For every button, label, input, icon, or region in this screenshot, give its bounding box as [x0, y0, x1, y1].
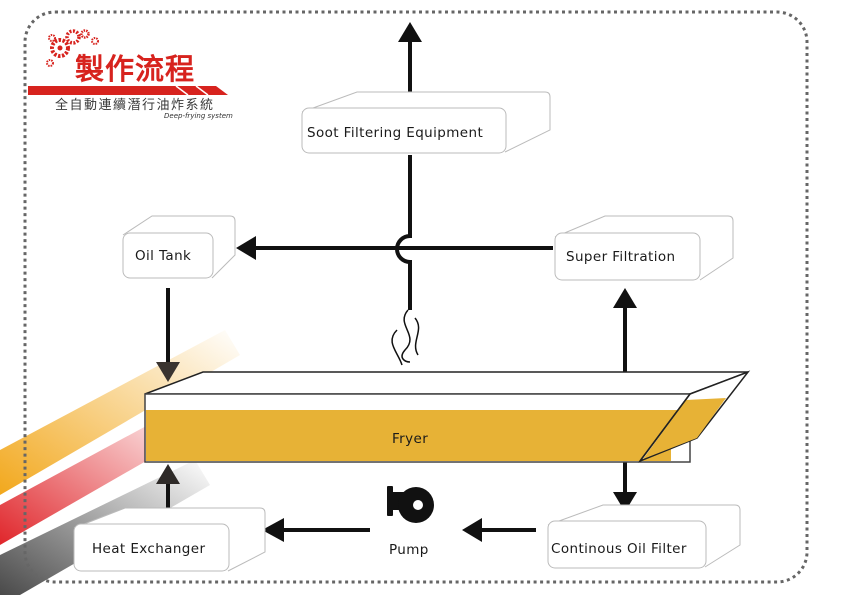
node-heat-exchanger[interactable]: Heat Exchanger: [73, 507, 266, 572]
arrowhead-up-fryer: [156, 464, 180, 484]
fryer-side-oil: [643, 398, 726, 459]
subtitle-en: Deep-frying system: [164, 112, 233, 120]
node-pump[interactable]: Pump: [387, 486, 434, 558]
arrowhead-up-top: [398, 22, 422, 42]
arrowhead-left-pump: [462, 518, 482, 542]
soot-label: Soot Filtering Equipment: [307, 125, 483, 141]
arrowhead-down-filter: [613, 492, 637, 512]
continuous-filter-label: Continous Oil Filter: [551, 541, 687, 557]
node-continuous-oil-filter[interactable]: Continous Oil Filter: [547, 504, 741, 569]
subtitle: 全自動連續潛行油炸系統: [55, 97, 215, 113]
fryer-oil: [146, 410, 671, 461]
node-oil-tank[interactable]: Oil Tank: [122, 215, 236, 279]
arrowhead-left-oiltank: [236, 236, 256, 260]
super-filtration-label: Super Filtration: [566, 249, 676, 265]
box-front: [73, 523, 230, 572]
fryer-top: [144, 371, 749, 395]
underline-slash-1: [175, 85, 189, 96]
pump-label: Pump: [389, 542, 429, 558]
underline-slash-2: [195, 85, 209, 96]
oil-tank-label: Oil Tank: [135, 248, 191, 264]
smoke-icon: [391, 309, 420, 366]
connectors: [156, 22, 637, 542]
box-front: [122, 232, 214, 279]
box-front: [301, 107, 507, 154]
node-soot-filtering[interactable]: Soot Filtering Equipment: [301, 91, 551, 154]
pump-icon: [387, 486, 434, 523]
line-smoke-to-soot: [395, 155, 412, 310]
node-super-filtration[interactable]: Super Filtration: [554, 215, 734, 281]
fryer-label: Fryer: [392, 431, 428, 447]
header: 製作流程 全自動連續潛行油炸系統 Deep-frying system: [28, 29, 233, 120]
fryer-edge: [639, 393, 691, 462]
stripe-orange: [0, 330, 240, 495]
fryer[interactable]: Fryer: [144, 370, 751, 463]
box-front: [547, 520, 707, 569]
heat-exchanger-label: Heat Exchanger: [92, 541, 205, 557]
arrowhead-left-heat: [262, 518, 284, 542]
arrowhead-up-super: [613, 288, 637, 308]
box-front: [554, 232, 701, 281]
gears-icon: [46, 29, 99, 67]
page-title: 製作流程: [75, 52, 195, 86]
arrowhead-down-fryer: [156, 362, 180, 382]
